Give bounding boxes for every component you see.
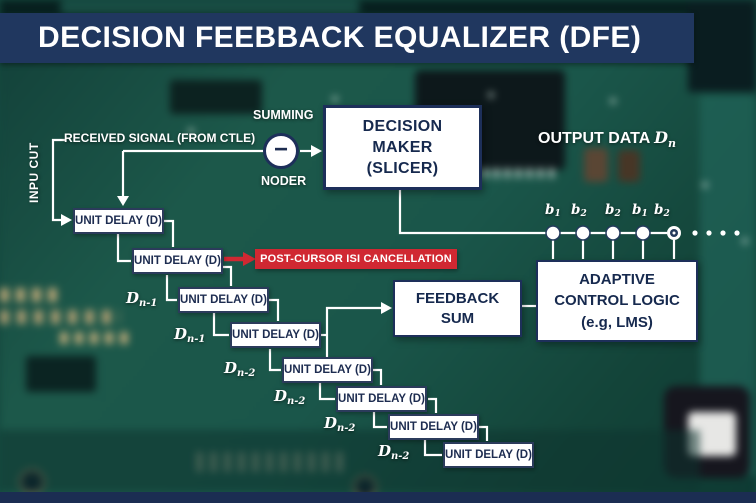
delay-output-label: Dn-2 [378, 442, 410, 462]
unit-delay-box: UNIT DELAY (D) [73, 208, 164, 234]
pcb-dot [188, 128, 194, 134]
unit-delay-box: UNIT DELAY (D) [178, 287, 269, 313]
page-title: DECISION FEEBBACK EQUALIZER (DFE) [38, 21, 642, 54]
tap-coefficient-label: b1 [545, 202, 561, 219]
pcb-dot [702, 182, 708, 188]
pcb-ic-chip-small [170, 80, 262, 114]
pcb-dark-corner [688, 0, 756, 92]
delay-output-label: Dn-2 [274, 387, 306, 407]
feedback-sum-box: FEEDBACK SUM [393, 280, 522, 337]
unit-delay-box: UNIT DELAY (D) [132, 248, 223, 274]
summing-label: SUMMING [253, 108, 314, 122]
tap-coefficient-label: b2 [654, 202, 670, 219]
unit-delay-box: UNIT DELAY (D) [336, 386, 427, 412]
noder-label: NODER [261, 174, 307, 188]
pcb-capacitor [584, 148, 608, 182]
delay-output-label: Dn-1 [174, 325, 206, 345]
output-data-label: OUTPUT DATA Dn [538, 128, 677, 151]
unit-delay-box: UNIT DELAY (D) [388, 414, 479, 440]
tap-coefficient-label: b2 [605, 202, 621, 219]
post-cursor-callout: POST-CURSOR ISI CANCELLATION [255, 249, 457, 269]
decision-maker-box: DECISION MAKER (SLICER) [323, 105, 482, 190]
pcb-solder-pads [0, 310, 120, 324]
pcb-solder-pads [0, 288, 60, 302]
unit-delay-box: UNIT DELAY (D) [230, 322, 321, 348]
received-signal-label: RECEIVED SIGNAL (FROM CTLE) [64, 131, 256, 145]
summing-node: − [263, 133, 299, 169]
tap-coefficient-label: b1 [632, 202, 648, 219]
input-label: INPU CUT [27, 142, 41, 203]
pcb-bottom-shade [0, 430, 700, 492]
pcb-ic-pins [428, 168, 554, 178]
pcb-dot [610, 98, 616, 104]
delay-output-label: Dn-1 [126, 289, 158, 309]
adaptive-control-logic-box: ADAPTIVE CONTROL LOGIC (e.g, LMS) [536, 260, 698, 342]
delay-output-label: Dn-2 [324, 414, 356, 434]
pcb-capacitor [618, 150, 640, 182]
delay-output-label: Dn-2 [224, 359, 256, 379]
pcb-ic-chip-left [26, 356, 96, 392]
tap-coefficient-label: b2 [571, 202, 587, 219]
pcb-top-highlight [60, 0, 360, 14]
pcb-dot [332, 96, 338, 102]
bottom-bar [0, 492, 756, 503]
title-banner: DECISION FEEBBACK EQUALIZER (DFE) [0, 13, 694, 63]
pcb-solder-pads [60, 332, 130, 344]
unit-delay-box: UNIT DELAY (D) [443, 442, 534, 468]
pcb-dot [488, 92, 494, 98]
pcb-dot [742, 238, 748, 244]
minus-icon: − [273, 135, 288, 163]
unit-delay-box: UNIT DELAY (D) [282, 357, 373, 383]
